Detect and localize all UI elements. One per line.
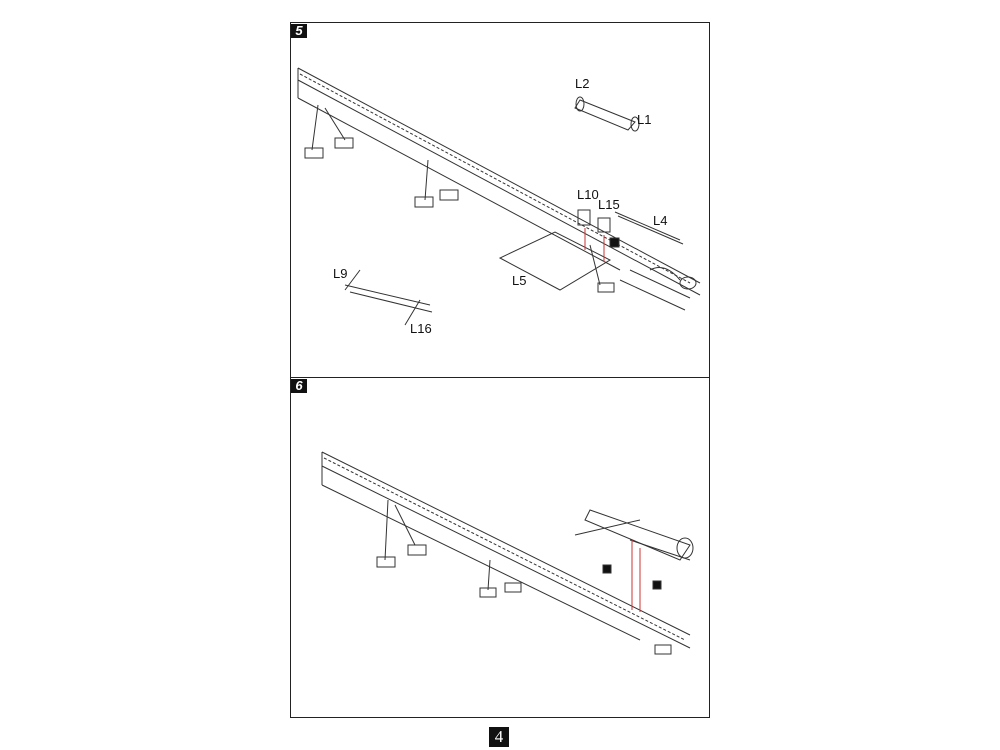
step5-launch-rail — [297, 67, 701, 326]
part-label-l9: L9 — [333, 266, 348, 281]
part-label-l1: L1 — [637, 112, 652, 127]
step-divider — [290, 377, 710, 378]
step-6-badge: 6 — [291, 379, 307, 393]
part-label-l5: L5 — [512, 273, 527, 288]
part-label-l15: L15 — [598, 197, 620, 212]
instruction-frame — [290, 22, 710, 718]
step-5-badge: 5 — [291, 24, 307, 38]
part-label-l2: L2 — [575, 76, 590, 91]
part-label-l16: L16 — [410, 321, 432, 336]
page-number: 4 — [489, 727, 509, 747]
part-label-l4: L4 — [653, 213, 668, 228]
step6-launch-rail — [321, 451, 694, 655]
part-label-l10: L10 — [577, 187, 599, 202]
